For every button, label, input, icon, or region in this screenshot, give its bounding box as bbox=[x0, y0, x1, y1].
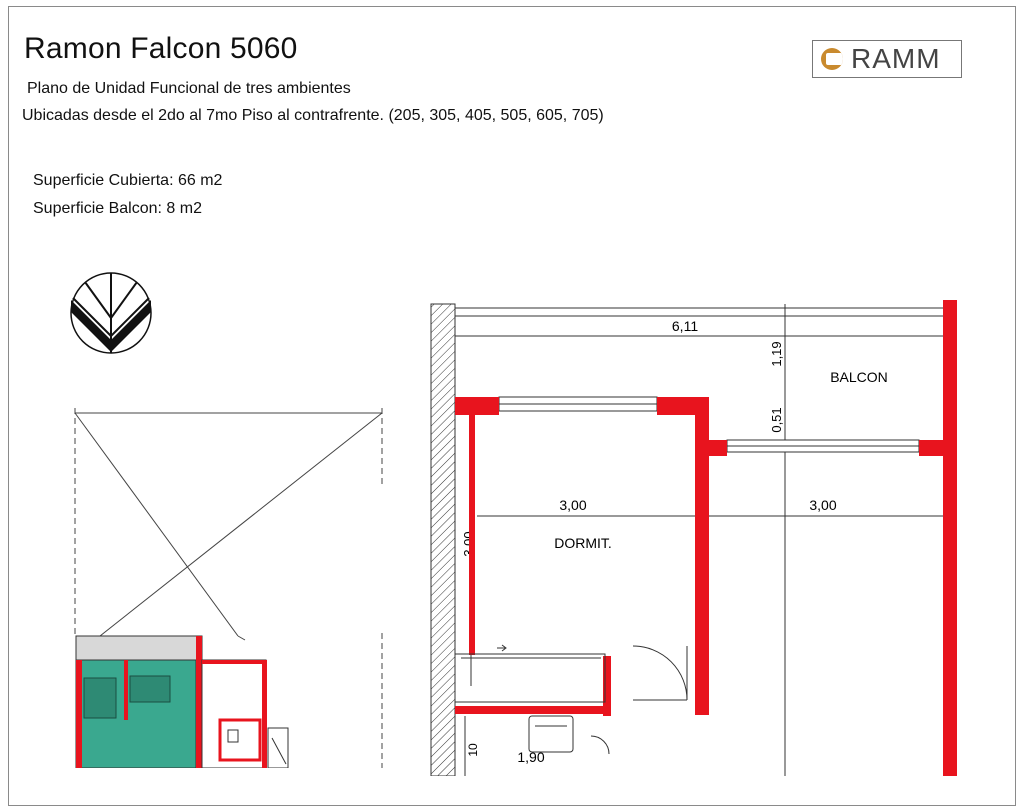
key-plan-unit bbox=[75, 635, 289, 768]
page-title: Ramon Falcon 5060 bbox=[24, 32, 298, 65]
ramm-logo-text: RAMM bbox=[851, 43, 941, 74]
wall-exterior-right bbox=[943, 300, 957, 776]
dim-wall-offset: 0,51 bbox=[769, 407, 784, 432]
bathroom-fixture bbox=[528, 715, 574, 753]
balcony-area-label: Superficie Balcon: 8 m2 bbox=[33, 200, 202, 217]
wall-dormit-top-left bbox=[455, 397, 499, 415]
dim-balcony-depth: 1,19 bbox=[769, 341, 784, 366]
door-swing bbox=[632, 645, 688, 701]
room-label-dormit: DORMIT. bbox=[554, 535, 612, 551]
north-arrow-icon bbox=[70, 272, 152, 354]
wall-dormit-right bbox=[695, 397, 709, 715]
wall-living-top-right bbox=[919, 440, 947, 456]
closet-outline bbox=[454, 653, 606, 703]
dim-dormit-width: 3,00 bbox=[559, 497, 586, 513]
floor-plan: 6,11 1,19 0,51 3,00 3,00 3,00 1,90 10 BA… bbox=[430, 300, 957, 776]
dim-small: 10 bbox=[466, 743, 480, 757]
wall-living-step bbox=[695, 440, 727, 456]
dim-corridor-width: 1,90 bbox=[517, 749, 544, 765]
key-plan bbox=[74, 408, 383, 768]
wall-dormit-inner-left bbox=[469, 415, 475, 655]
wall-corridor bbox=[455, 706, 611, 714]
hatched-wall bbox=[430, 303, 456, 776]
ramm-logo: RAMM bbox=[812, 40, 962, 78]
location-line: Ubicadas desde el 2do al 7mo Piso al con… bbox=[22, 107, 604, 124]
covered-area-label: Superficie Cubierta: 66 m2 bbox=[33, 172, 223, 189]
wall-closet bbox=[603, 656, 611, 716]
dim-total-width: 6,11 bbox=[672, 318, 698, 334]
room-label-balcon: BALCON bbox=[830, 369, 888, 385]
ramm-logo-mark-icon bbox=[821, 48, 843, 70]
plan-subtitle: Plano de Unidad Funcional de tres ambien… bbox=[27, 80, 351, 97]
dim-living-width: 3,00 bbox=[809, 497, 836, 513]
